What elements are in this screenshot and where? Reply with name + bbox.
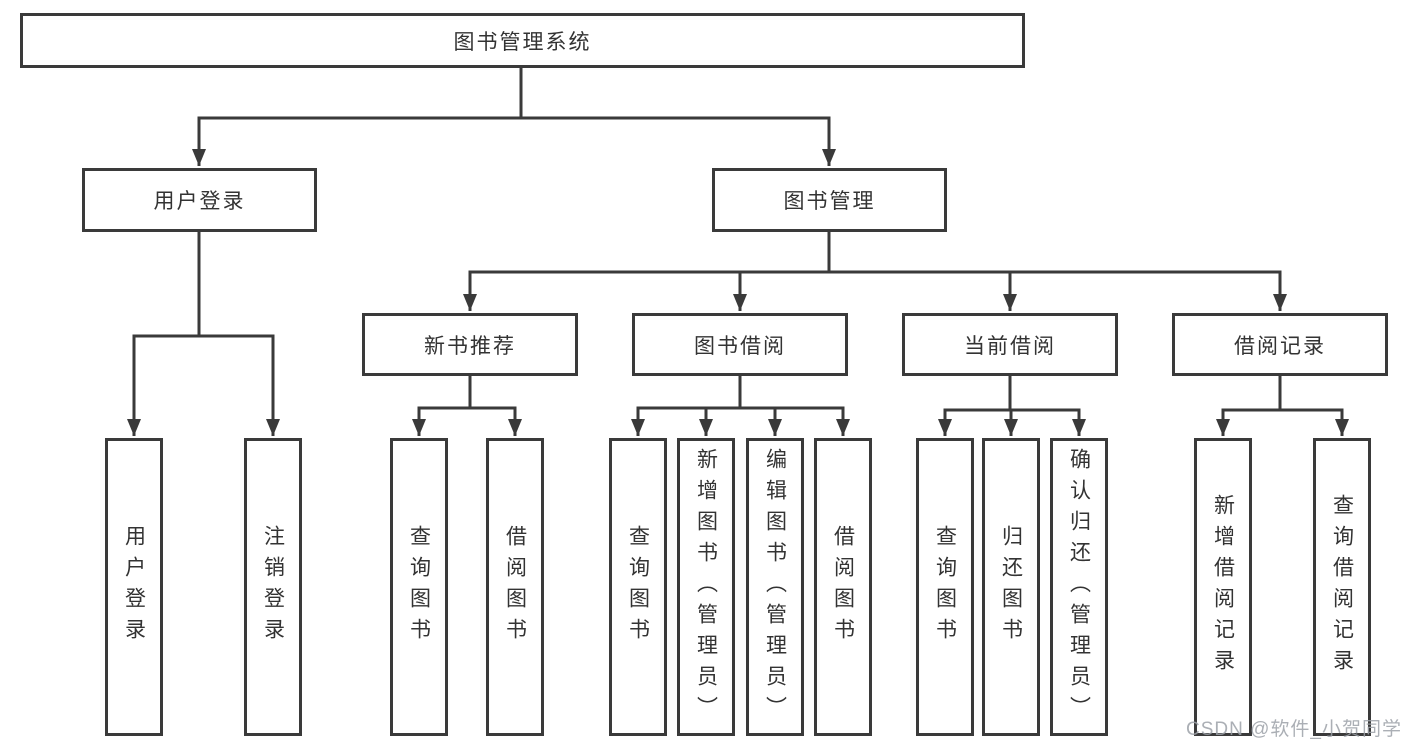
leaf-confirm-return-admin: 确认归还（管理员） xyxy=(1050,438,1108,736)
leaf-label: 用户登录 xyxy=(122,525,146,649)
leaf-label: 查询图书 xyxy=(626,525,650,649)
leaf-query-borrow-record: 查询借阅记录 xyxy=(1313,438,1371,736)
connector-bookmgmt-to-level3 xyxy=(463,232,1287,311)
connector-borrowing-to-leaves xyxy=(631,376,850,436)
node-current-borrowing: 当前借阅 xyxy=(902,313,1118,376)
leaf-label: 借阅图书 xyxy=(831,525,855,649)
leaf-edit-book-admin: 编辑图书（管理员） xyxy=(746,438,804,736)
leaf-label: 确认归还（管理员） xyxy=(1067,447,1091,727)
leaf-label: 查询图书 xyxy=(407,525,431,649)
leaf-add-borrow-record: 新增借阅记录 xyxy=(1194,438,1252,736)
node-borrow-records: 借阅记录 xyxy=(1172,313,1388,376)
node-label: 图书管理系统 xyxy=(453,30,592,54)
leaf-query-books-recommend: 查询图书 xyxy=(390,438,448,736)
leaf-user-login: 用户登录 xyxy=(105,438,163,736)
connector-current-to-leaves xyxy=(938,376,1086,436)
leaf-label: 注销登录 xyxy=(261,525,285,649)
node-library-management-system: 图书管理系统 xyxy=(20,13,1025,68)
leaf-label: 查询借阅记录 xyxy=(1330,494,1354,680)
leaf-add-book-admin: 新增图书（管理员） xyxy=(677,438,735,736)
node-book-borrowing: 图书借阅 xyxy=(632,313,848,376)
connector-userlogin-to-leaves xyxy=(127,232,280,436)
leaf-label: 查询图书 xyxy=(933,525,957,649)
leaf-query-books-current: 查询图书 xyxy=(916,438,974,736)
node-user-login: 用户登录 xyxy=(82,168,317,232)
node-label: 图书借阅 xyxy=(694,334,786,358)
leaf-label: 新增图书（管理员） xyxy=(694,447,718,727)
leaf-label: 新增借阅记录 xyxy=(1211,494,1235,680)
node-label: 新书推荐 xyxy=(424,334,516,358)
leaf-borrow-books-recommend: 借阅图书 xyxy=(486,438,544,736)
node-new-book-recommend: 新书推荐 xyxy=(362,313,578,376)
leaf-logout: 注销登录 xyxy=(244,438,302,736)
leaf-label: 借阅图书 xyxy=(503,525,527,649)
node-label: 当前借阅 xyxy=(964,334,1056,358)
leaf-query-books-borrowing: 查询图书 xyxy=(609,438,667,736)
connector-recommend-to-leaves xyxy=(412,376,522,436)
node-label: 用户登录 xyxy=(153,190,246,213)
leaf-borrow-books-borrowing: 借阅图书 xyxy=(814,438,872,736)
node-book-management: 图书管理 xyxy=(712,168,947,232)
connector-records-to-leaves xyxy=(1216,376,1349,436)
node-label: 图书管理 xyxy=(783,190,876,213)
leaf-label: 归还图书 xyxy=(999,525,1023,649)
csdn-watermark: CSDN @软件_小贺同学 xyxy=(1186,719,1402,740)
node-label: 借阅记录 xyxy=(1234,334,1326,358)
leaf-label: 编辑图书（管理员） xyxy=(763,447,787,727)
connector-root-to-level2 xyxy=(192,68,836,166)
leaf-return-book: 归还图书 xyxy=(982,438,1040,736)
